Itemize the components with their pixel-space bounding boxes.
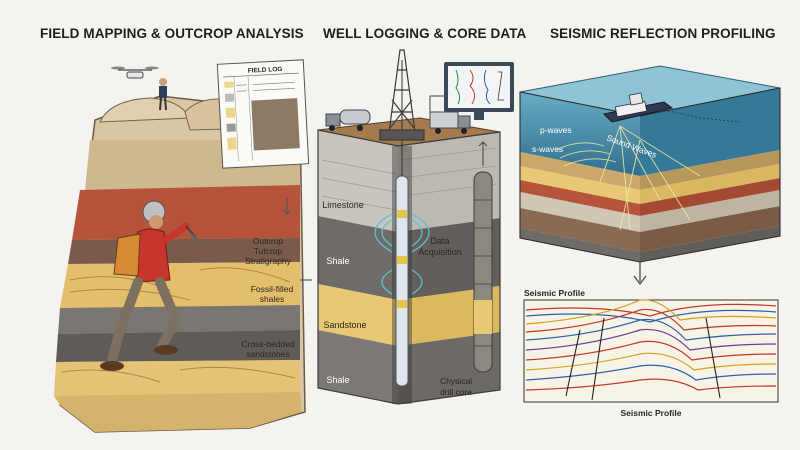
outcrop-stratigraphy-label: Outcrop Tutcrop Stratigraphy: [245, 236, 292, 266]
seismic-panel: p-waves s-waves Sound Waves Seismic Prof…: [519, 65, 781, 418]
shale-label-lower: Shale: [326, 375, 349, 385]
cross-bedded-label: Cross-bedded sandstones: [241, 339, 295, 359]
svg-text:Outcrop: Outcrop: [253, 236, 284, 246]
seismic-profile-label-top: Seismic Profile: [524, 288, 585, 298]
svg-text:sandstones: sandstones: [246, 349, 289, 359]
fossil-shales-label: Fossil-filled shales: [251, 284, 294, 304]
field-mapping-panel: FIELD LOG Outcrop Tutcrop: [54, 59, 312, 433]
sound-wave-rays: [555, 125, 701, 231]
svg-text:Stratigraphy: Stratigraphy: [245, 256, 292, 266]
svg-text:Tutcrop: Tutcrop: [254, 246, 283, 256]
svg-text:Fossil-filled: Fossil-filled: [251, 284, 294, 294]
svg-text:Acquisition: Acquisition: [418, 247, 462, 257]
shale-label-upper: Shale: [326, 256, 349, 266]
seismic-profile-section: [523, 299, 779, 403]
seismic-profile-label-bottom: Seismic Profile: [621, 408, 682, 418]
tanker-truck-icon: [325, 109, 371, 131]
drone-icon: [111, 66, 159, 79]
sandstone-label: Sandstone: [323, 320, 366, 330]
drilling-rig-icon: [379, 49, 425, 141]
limestone-label: Limestone: [322, 200, 364, 210]
svg-text:Chysical: Chysical: [440, 376, 472, 386]
data-acquisition-label: Data Acquisition: [418, 236, 462, 257]
field-log-title: FIELD LOG: [248, 66, 283, 75]
svg-text:Cross-bedded: Cross-bedded: [241, 339, 295, 349]
svg-text:shales: shales: [260, 294, 285, 304]
log-monitor-icon: [429, 62, 514, 120]
well-logging-panel: Limestone Shale Sandstone Shale Data Acq…: [317, 49, 514, 405]
field-log-sheet: FIELD LOG: [216, 59, 310, 169]
geologist-on-cliff-icon: [159, 78, 167, 111]
svg-text:Data: Data: [430, 236, 449, 246]
down-arrow-icon: [633, 262, 647, 286]
logging-truck-icon: [429, 111, 471, 134]
geologist-icon: [100, 200, 203, 371]
drill-core-sample: [473, 141, 493, 373]
outcrop-cliff: [54, 95, 306, 433]
field-mapping-title: FIELD MAPPING & OUTCROP ANALYSIS: [40, 26, 304, 41]
signal-waves: [374, 213, 430, 295]
logging-tool-icon: [395, 60, 409, 387]
survey-ship-icon: [602, 92, 741, 123]
well-logging-title: WELL LOGGING & CORE DATA: [323, 26, 527, 41]
seabed-strata: [519, 87, 781, 263]
s-waves-label: s-waves: [532, 144, 563, 154]
down-arrow-icon: [282, 198, 292, 215]
drill-core-label: Chysical drill core: [440, 376, 472, 397]
svg-text:drill core: drill core: [440, 387, 472, 397]
seismic-title: SEISMIC REFLECTION PROFILING: [550, 26, 776, 41]
p-waves-label: p-waves: [540, 125, 572, 135]
